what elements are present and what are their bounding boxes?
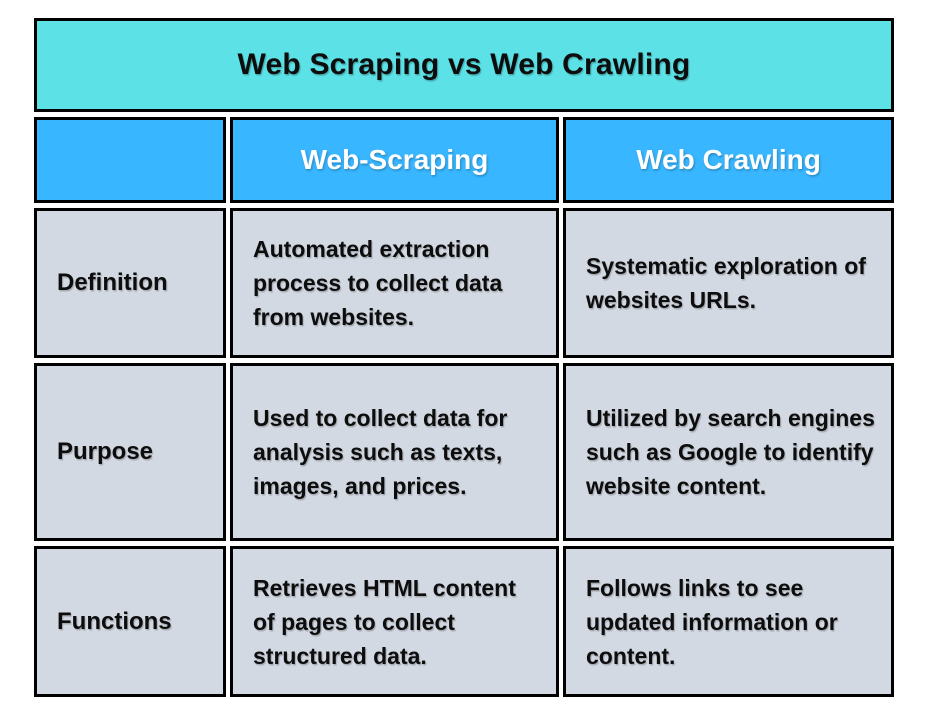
cell-text: Follows links to see updated information…: [586, 574, 838, 669]
header-cell-web-scraping: Web-Scraping: [230, 117, 559, 203]
comparison-table: Web-Scraping Web Crawling Definition Aut…: [34, 117, 894, 697]
row-label-definition: Definition: [34, 208, 226, 358]
cell-text: Automated extraction process to collect …: [253, 236, 503, 330]
comparison-graphic: Web Scraping vs Web Crawling Web-Scrapin…: [34, 18, 894, 697]
cell-definition-web-scraping: Automated extraction process to collect …: [230, 208, 559, 358]
cell-text: Retrieves HTML content of pages to colle…: [253, 574, 516, 669]
cell-text: Utilized by search engines such as Googl…: [586, 405, 875, 499]
cell-definition-web-crawling: Systematic exploration of websites URLs.: [563, 208, 894, 358]
cell-purpose-web-scraping: Used to collect data for analysis such a…: [230, 363, 559, 541]
row-label-purpose: Purpose: [34, 363, 226, 541]
row-label-text: Purpose: [57, 438, 154, 465]
row-label-text: Functions: [57, 607, 172, 635]
page-title: Web Scraping vs Web Crawling: [237, 48, 691, 81]
header-web-crawling-label: Web Crawling: [636, 144, 821, 175]
header-cell-empty: [34, 117, 226, 203]
cell-purpose-web-crawling: Utilized by search engines such as Googl…: [563, 363, 894, 541]
header-cell-web-crawling: Web Crawling: [563, 117, 894, 203]
row-label-functions: Functions: [34, 546, 226, 697]
header-web-scraping-label: Web-Scraping: [300, 144, 489, 175]
cell-text: Systematic exploration of websites URLs.: [586, 253, 866, 313]
cell-functions-web-crawling: Follows links to see updated information…: [563, 546, 894, 697]
cell-functions-web-scraping: Retrieves HTML content of pages to colle…: [230, 546, 559, 697]
cell-text: Used to collect data for analysis such a…: [253, 405, 508, 499]
row-label-text: Definition: [57, 269, 168, 296]
table-title-bar: Web Scraping vs Web Crawling: [34, 18, 894, 112]
